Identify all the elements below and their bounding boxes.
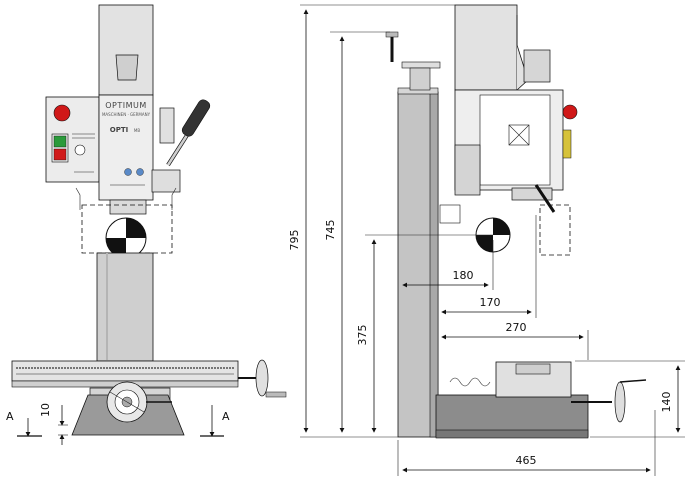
- brand-label: OPTIMUM: [105, 101, 147, 110]
- feed-lever: [151, 99, 211, 193]
- center-of-gravity-marker: [105, 217, 147, 259]
- table-height-dimension: 140: [660, 392, 673, 413]
- z-handwheel: [385, 31, 441, 91]
- section-label-right: A: [222, 410, 230, 423]
- overall-depth-dimension: 465: [516, 454, 537, 467]
- side-y-handwheel: [571, 379, 647, 423]
- speed-knob: [74, 144, 86, 156]
- overall-height-dimension: 795: [288, 230, 301, 251]
- throat-170-dimension: 170: [480, 296, 501, 309]
- reach-box: [81, 204, 173, 254]
- front-column: [96, 252, 154, 362]
- side-view: 795 745 375 180 170 270 140 465: [288, 4, 685, 476]
- motor-cover: [98, 4, 154, 96]
- brand-sub-label: MASCHINEN · GERMANY: [102, 112, 151, 117]
- machine-head: [98, 94, 154, 201]
- front-view: OPTIMUM MASCHINEN · GERMANY OPTI MB: [6, 4, 287, 445]
- cross-table: [11, 360, 239, 382]
- model-sub-label: MB: [134, 128, 140, 133]
- emergency-stop-button: [53, 104, 71, 122]
- section-label-left: A: [6, 410, 14, 423]
- spindle-height-dimension: 375: [356, 325, 369, 346]
- throat-180-dimension: 180: [453, 269, 474, 282]
- column-height-dimension: 745: [324, 220, 337, 241]
- side-motor: [454, 4, 518, 91]
- side-emergency-stop: [562, 104, 578, 120]
- y-handwheel: [106, 381, 148, 423]
- base-clearance-dimension: 10: [39, 403, 52, 417]
- table-reach-dimension: 270: [506, 321, 527, 334]
- model-label: OPTI: [110, 126, 128, 134]
- x-handwheel: [238, 359, 287, 398]
